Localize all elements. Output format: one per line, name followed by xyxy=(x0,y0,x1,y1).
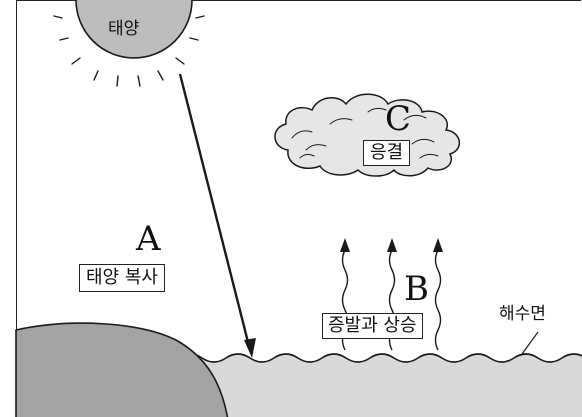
sea-level-pointer xyxy=(521,331,539,355)
label-a-box: 태양 복사 xyxy=(79,264,165,292)
label-b-box: 증발과 상승 xyxy=(322,313,423,339)
sea-level-label: 해수면 xyxy=(499,304,546,324)
sea-water xyxy=(178,354,582,417)
label-c-box: 응결 xyxy=(363,140,411,166)
vapor-arrow-3 xyxy=(434,249,442,351)
diagram-frame xyxy=(16,0,581,416)
label-a-letter: A xyxy=(136,219,161,259)
sun-rays xyxy=(53,15,205,87)
land-mass xyxy=(15,322,229,417)
label-b-letter: B xyxy=(402,269,431,309)
sun-label: 태양 xyxy=(108,19,140,39)
sun-icon xyxy=(53,0,205,87)
solar-radiation-arrow xyxy=(178,73,256,358)
sea-surface-line xyxy=(177,353,582,363)
evaporation-arrowheads xyxy=(340,238,443,252)
cloud-icon xyxy=(274,93,460,177)
label-c-letter: C xyxy=(385,99,412,139)
